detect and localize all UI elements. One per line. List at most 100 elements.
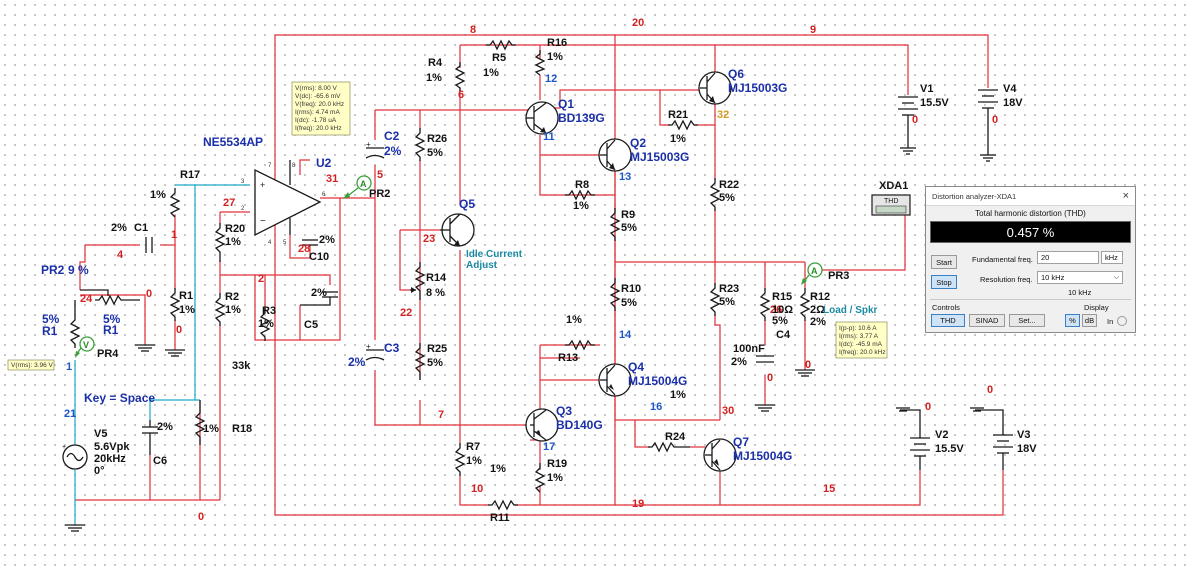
svg-text:V(rms): 3.96 V: V(rms): 3.96 V [11, 362, 54, 369]
svg-text:0: 0 [146, 288, 152, 300]
sinad-mode-button[interactable]: SINAD [969, 314, 1005, 327]
svg-text:6: 6 [322, 192, 326, 198]
svg-text:R1: R1 [103, 323, 119, 337]
dc-sources [896, 89, 1013, 470]
q4-symbol [598, 363, 632, 397]
r11-symbol [488, 499, 518, 511]
analyzer-titlebar[interactable]: Distortion analyzer-XDA1 × [926, 187, 1135, 206]
svg-text:R12: R12 [810, 291, 830, 303]
r23-symbol [709, 283, 721, 316]
svg-text:15.5V: 15.5V [935, 443, 964, 455]
r14-symbol [414, 262, 426, 300]
r7-symbol [454, 443, 466, 476]
svg-text:PR3: PR3 [828, 270, 849, 282]
svg-text:+: + [260, 180, 265, 190]
svg-text:5%: 5% [621, 297, 637, 309]
svg-text:1%: 1% [203, 423, 219, 435]
svg-text:16: 16 [650, 401, 662, 413]
xda1-instrument[interactable]: THD [871, 194, 911, 216]
svg-text:1%: 1% [547, 51, 563, 63]
probe-pr2: A [343, 175, 372, 199]
svg-text:9: 9 [810, 24, 816, 36]
c1-symbol [145, 237, 153, 253]
svg-text:R14: R14 [426, 272, 447, 284]
pr2-readout-line: I(rms): 4.74 mA [295, 109, 340, 116]
svg-text:R15: R15 [772, 291, 792, 303]
svg-text:PR2: PR2 [369, 188, 390, 200]
svg-text:21: 21 [64, 408, 76, 420]
svg-text:BD140G: BD140G [556, 418, 603, 432]
svg-text:1%: 1% [426, 72, 442, 84]
svg-text:4: 4 [268, 240, 272, 246]
svg-text:0: 0 [198, 511, 204, 523]
controls-label: Controls [932, 303, 960, 312]
resolution-freq-sub: 10 kHz [1068, 288, 1092, 297]
svg-text:0: 0 [987, 384, 993, 396]
r13-symbol [565, 339, 595, 351]
stop-button[interactable]: Stop [931, 275, 957, 289]
capacitors: + + [142, 140, 774, 455]
svg-text:C5: C5 [304, 319, 318, 331]
svg-text:1%: 1% [225, 304, 241, 316]
svg-text:2%: 2% [731, 356, 747, 368]
svg-text:R26: R26 [427, 133, 447, 145]
svg-text:8 %: 8 % [426, 287, 445, 299]
svg-text:R1: R1 [42, 324, 58, 338]
svg-text:5: 5 [283, 240, 287, 246]
svg-text:R25: R25 [427, 343, 447, 355]
component-labels: R4 1% R5 1% R16 1% Q1 BD139G Q2 MJ15003G… [41, 37, 1037, 524]
fundamental-freq-input[interactable]: 20 [1037, 251, 1099, 264]
svg-text:R18: R18 [232, 423, 252, 435]
svg-text:10: 10 [471, 483, 483, 495]
probe-pr3: A [801, 262, 823, 285]
svg-text:2%: 2% [311, 287, 327, 299]
svg-text:1%: 1% [483, 67, 499, 79]
svg-text:MJ15004G: MJ15004G [733, 449, 792, 463]
svg-text:C6: C6 [153, 455, 167, 467]
svg-text:Load / Spkr: Load / Spkr [823, 305, 878, 316]
thd-mode-button[interactable]: THD [931, 314, 965, 327]
percent-display-button[interactable]: % [1065, 314, 1080, 327]
pr2-readout-line: I(dc): -1.78 uA [295, 117, 337, 124]
start-button[interactable]: Start [931, 255, 957, 269]
svg-text:1%: 1% [179, 304, 195, 316]
svg-text:30: 30 [722, 405, 734, 417]
in-label: In [1107, 317, 1114, 326]
set-button[interactable]: Set... [1009, 314, 1045, 327]
r15-symbol [759, 288, 771, 321]
svg-text:8: 8 [292, 163, 296, 169]
svg-text:1%: 1% [225, 236, 241, 248]
svg-text:C3: C3 [384, 341, 400, 355]
r9-symbol [609, 208, 621, 241]
svg-text:R11: R11 [490, 512, 510, 524]
svg-text:XDA1: XDA1 [879, 180, 908, 192]
v2-symbol [896, 407, 930, 470]
svg-text:R8: R8 [575, 179, 589, 191]
input-terminal-icon [1117, 316, 1127, 326]
resistors [69, 39, 811, 511]
svg-text:19: 19 [632, 498, 644, 510]
c2-symbol: + [365, 140, 385, 159]
close-icon[interactable]: × [1122, 190, 1129, 202]
r20-symbol [214, 223, 226, 262]
db-display-button[interactable]: dB [1082, 314, 1097, 327]
r3-symbol [259, 308, 271, 341]
svg-text:R9: R9 [621, 209, 635, 221]
divider [930, 299, 1131, 300]
svg-text:V5: V5 [94, 428, 107, 440]
q3-symbol [525, 408, 559, 442]
fundamental-freq-unit[interactable]: kHz [1101, 251, 1123, 264]
pr2-readout-line: I(freq): 20.0 kHz [295, 125, 342, 132]
pr3-readout-line: I(rms): 3.77 A [839, 333, 879, 340]
distortion-analyzer-window[interactable]: Distortion analyzer-XDA1 × Total harmoni… [925, 186, 1136, 333]
svg-text:C1: C1 [134, 222, 148, 234]
svg-text:20kHz: 20kHz [94, 453, 126, 465]
svg-text:1%: 1% [258, 318, 274, 330]
resolution-freq-select[interactable]: 10 kHz ⌵ [1037, 271, 1123, 284]
svg-text:9 %: 9 % [68, 263, 89, 277]
svg-text:R22: R22 [719, 179, 739, 191]
svg-text:20: 20 [632, 17, 644, 29]
probe-pr4: V [75, 336, 95, 358]
svg-text:32: 32 [717, 109, 729, 121]
